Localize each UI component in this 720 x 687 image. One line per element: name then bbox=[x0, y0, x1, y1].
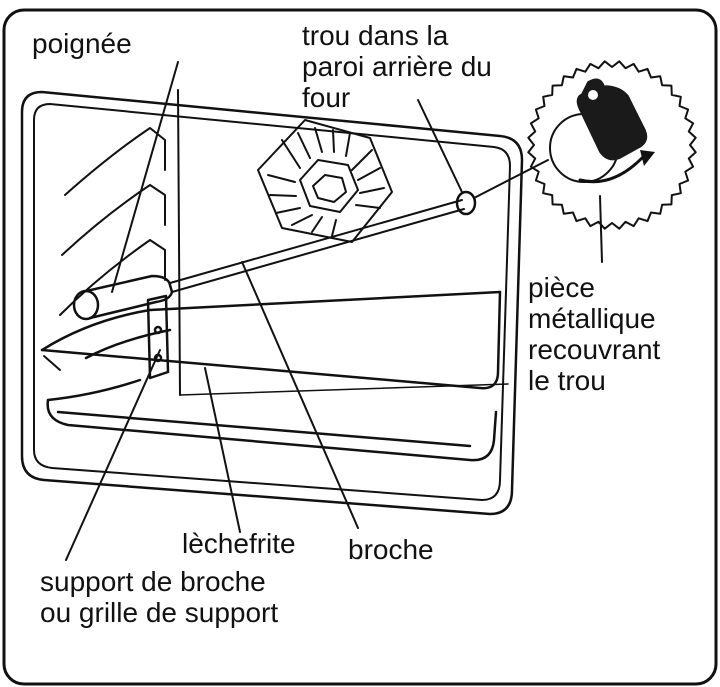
label-support-line-1: support de broche bbox=[40, 566, 266, 597]
label-hole-line-3: four bbox=[302, 82, 351, 113]
label-metal-piece-line-4: le trou bbox=[528, 365, 606, 396]
label-support: support de broche ou grille de support bbox=[40, 566, 278, 628]
spit-handle bbox=[72, 274, 174, 321]
label-hole: trou dans la paroi arrière du four bbox=[302, 20, 492, 113]
label-hole-line-2: paroi arrière du bbox=[302, 51, 492, 82]
spit-rod bbox=[169, 199, 465, 293]
support-rack bbox=[40, 290, 502, 390]
label-handle: poignée bbox=[32, 28, 132, 59]
side-rack-rails bbox=[43, 127, 166, 371]
diagram-frame bbox=[2, 8, 718, 686]
label-metal-piece-line-2: métallique bbox=[528, 303, 656, 334]
metal-piece-tab-hole bbox=[588, 90, 598, 100]
fan-cover bbox=[257, 119, 393, 243]
label-metal-piece-line-1: pièce bbox=[528, 272, 595, 303]
label-hole-line-1: trou dans la bbox=[302, 20, 449, 51]
leader-lines bbox=[65, 61, 603, 561]
label-support-line-2: ou grille de support bbox=[40, 597, 279, 628]
label-metal-piece: pièce métallique recouvrant le trou bbox=[528, 272, 660, 396]
label-drip-pan: lèchefrite bbox=[182, 528, 296, 559]
back-wall-hole bbox=[455, 190, 477, 216]
label-spit: broche bbox=[348, 534, 434, 565]
label-metal-piece-line-3: recouvrant bbox=[528, 334, 661, 365]
metal-cover-piece-icon bbox=[576, 78, 648, 161]
drip-pan bbox=[46, 378, 498, 462]
